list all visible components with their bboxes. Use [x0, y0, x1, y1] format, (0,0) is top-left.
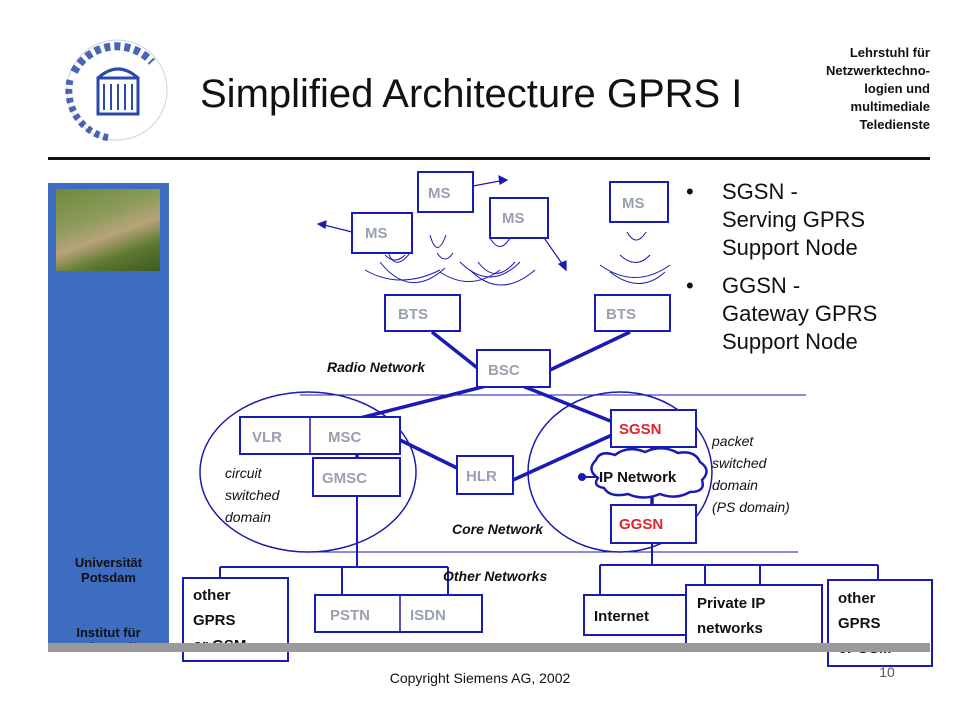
circuit-domain-2: switched — [225, 487, 281, 503]
bullet-ggsn: •GGSN - Gateway GPRS Support Node — [686, 273, 878, 354]
other-network-links — [219, 495, 879, 595]
chair-name: Lehrstuhl für Netzwerktechno- logien und… — [825, 45, 930, 132]
ggsn-label: GGSN — [619, 516, 663, 533]
isdn-label: ISDN — [410, 607, 446, 624]
campus-photo — [56, 189, 160, 271]
circuit-domain-3: domain — [225, 509, 271, 525]
pstn-isdn-box — [314, 594, 483, 633]
sgsn-label: SGSN — [619, 421, 662, 438]
circuit-domain-ellipse — [199, 391, 417, 553]
packet-domain-4: (PS domain) — [712, 499, 790, 515]
ms-box-1 — [417, 171, 474, 213]
ip-network-label: IP Network — [599, 469, 677, 486]
ms-label-2: MS — [502, 210, 525, 227]
university-logo — [65, 39, 168, 142]
msc-label: MSC — [328, 429, 362, 446]
vlr-msc-box — [239, 416, 401, 455]
sgsn-box — [610, 409, 697, 448]
other-gprs-right-1: other — [838, 590, 876, 607]
gmsc-label: GMSC — [322, 470, 367, 487]
internet-label: Internet — [594, 608, 649, 625]
sidebar-text: Universität Potsdam Institut für Informa… — [48, 540, 169, 670]
radio-waves — [364, 231, 671, 286]
bts-label-right: BTS — [606, 306, 636, 323]
ms-box-3 — [351, 212, 413, 254]
packet-domain-2: switched — [712, 455, 768, 471]
ms-label-3: MS — [365, 225, 388, 242]
other-networks-label: Other Networks — [443, 568, 547, 584]
hlr-box — [456, 455, 514, 495]
circuit-domain-1: circuit — [225, 465, 263, 481]
header-rule — [48, 157, 930, 160]
private-ip-box — [685, 584, 823, 650]
page-title: Simplified Architecture GPRS I — [200, 72, 743, 116]
copyright: Copyright Siemens AG, 2002 — [389, 670, 571, 686]
bts-box-right — [594, 294, 671, 332]
ms-box-2 — [489, 197, 549, 239]
bullet-list: •SGSN - Serving GPRS Support Node •GGSN … — [686, 178, 946, 366]
radio-network-label: Radio Network — [327, 359, 426, 375]
ms-arrows — [316, 174, 567, 272]
vlr-label: VLR — [252, 429, 282, 446]
bts-box-left — [384, 294, 461, 332]
bsc-box — [476, 349, 551, 388]
packet-domain-3: domain — [712, 477, 758, 493]
hlr-label: HLR — [466, 468, 497, 485]
private-ip-label-1: Private IP — [697, 595, 765, 612]
core-network-label: Core Network — [452, 521, 544, 537]
other-gprs-left-1: other — [193, 587, 231, 604]
private-ip-label-2: networks — [697, 620, 763, 637]
gmsc-box — [312, 457, 401, 497]
pstn-label: PSTN — [330, 607, 370, 624]
other-gprs-right-2: GPRS — [838, 615, 881, 632]
university-name: Universität Potsdam — [74, 555, 143, 585]
bullet-sgsn: •SGSN - Serving GPRS Support Node — [686, 179, 866, 260]
ms-box-4 — [609, 181, 669, 223]
bts-label-left: BTS — [398, 306, 428, 323]
page-number: 10 — [879, 664, 895, 680]
packet-domain-1: packet — [711, 433, 754, 449]
ms-label-4: MS — [622, 195, 645, 212]
footer-bar — [48, 643, 930, 652]
ggsn-box — [610, 504, 697, 544]
bsc-label: BSC — [488, 362, 520, 379]
other-gprs-left-2: GPRS — [193, 612, 236, 629]
ms-label-1: MS — [428, 185, 451, 202]
ip-network-cloud — [578, 447, 708, 499]
